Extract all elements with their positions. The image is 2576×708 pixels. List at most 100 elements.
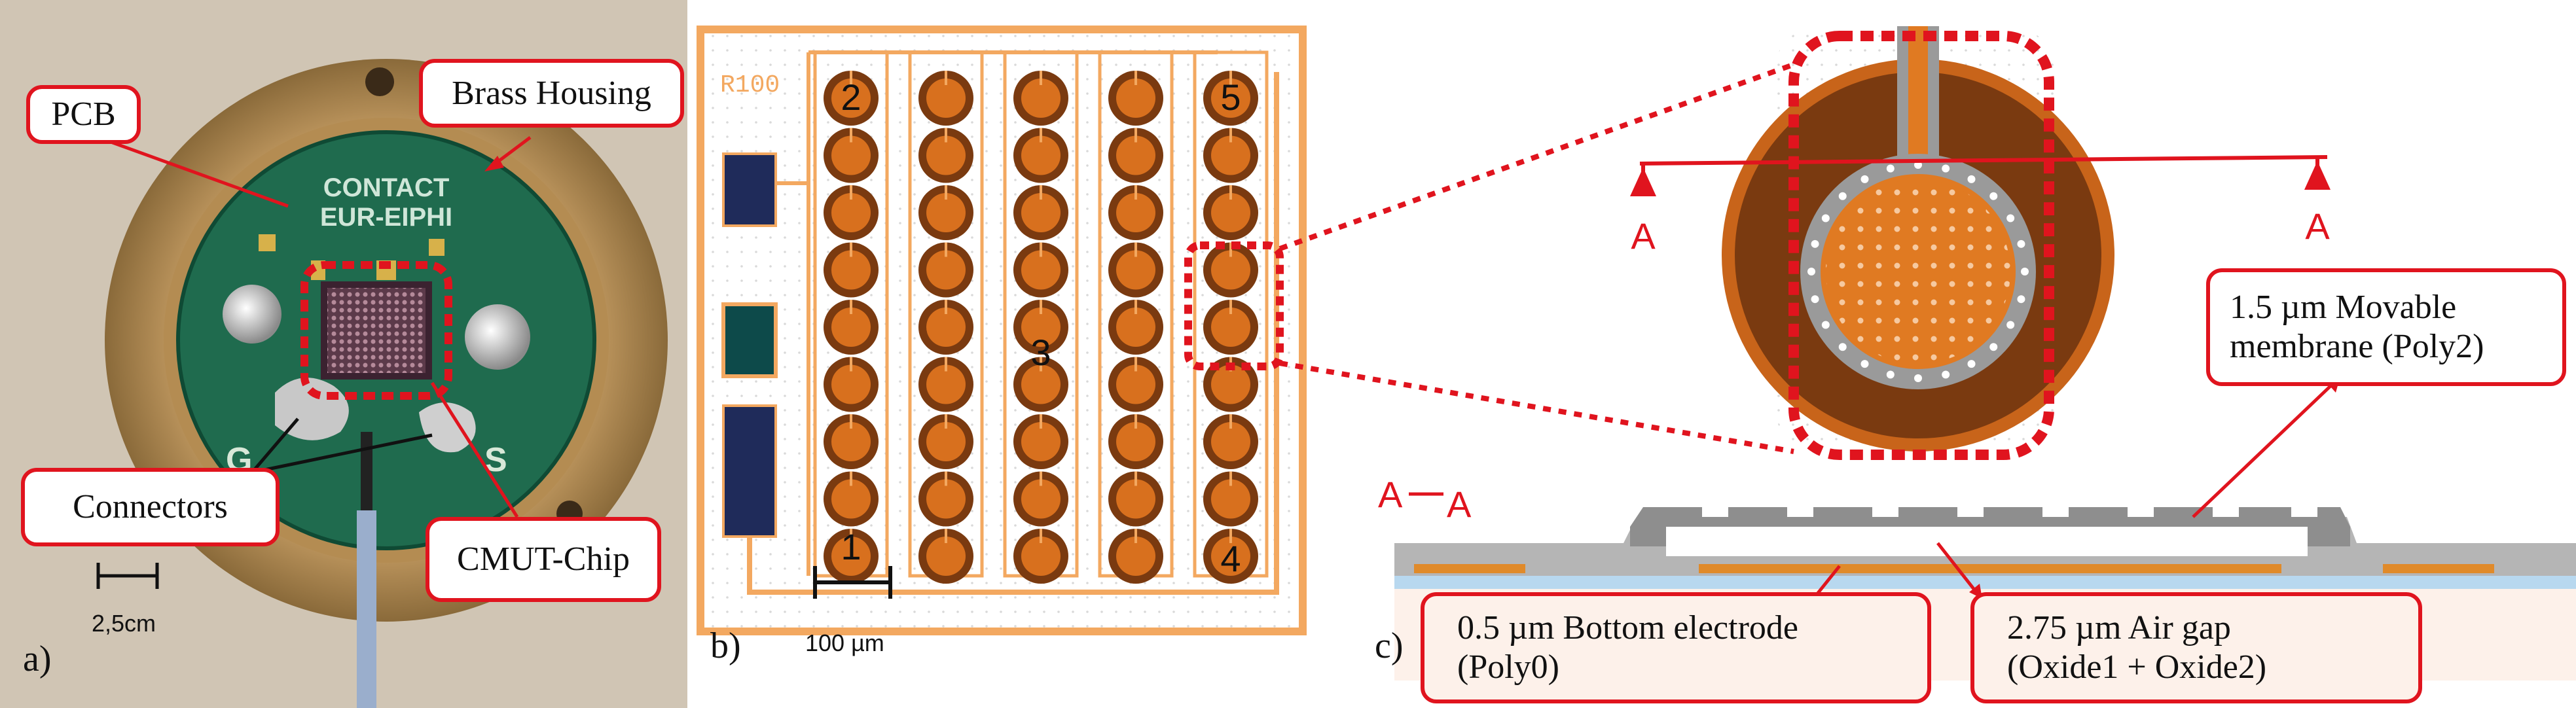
cmut-cell-electrode bbox=[926, 422, 966, 461]
etch-hole bbox=[1914, 374, 1922, 382]
section-line bbox=[1639, 155, 2328, 166]
bond-pad-3 bbox=[722, 404, 777, 538]
airgap-line2: (Oxide1 + Oxide2) bbox=[2007, 648, 2267, 686]
cmut-cell-electrode bbox=[1021, 537, 1061, 576]
membrane-line1: 1.5 µm Movable bbox=[2230, 289, 2457, 327]
cmut-cell-electrode bbox=[926, 250, 966, 290]
screw-terminal-left bbox=[223, 285, 281, 344]
cmut-cell-electrode bbox=[1021, 308, 1061, 347]
air-gap bbox=[1666, 527, 2308, 556]
cmut-cell-electrode bbox=[1211, 79, 1250, 118]
cmut-cell-electrode bbox=[926, 308, 966, 347]
pcb-leader bbox=[98, 135, 289, 208]
cell-number-1: 1 bbox=[841, 526, 861, 567]
airgap-leader bbox=[1936, 542, 1975, 590]
membrane-gap bbox=[1957, 504, 1984, 517]
panel-b-layout: R100 2 5 3 1 4 100 µm bbox=[697, 26, 1307, 656]
cell-number-2: 2 bbox=[841, 77, 861, 118]
membrane-gap bbox=[2291, 504, 2317, 517]
bond-pad-1 bbox=[722, 152, 777, 227]
cmut-cell-electrode bbox=[1116, 364, 1155, 404]
cmut-cell-electrode bbox=[1211, 308, 1250, 347]
etch-hole bbox=[2017, 295, 2025, 304]
section-letter-left: A bbox=[1631, 215, 1656, 257]
etch-hole bbox=[1989, 343, 1998, 351]
scale-label-b: 100 µm bbox=[805, 629, 884, 656]
electrode-line2: (Poly0) bbox=[1457, 648, 1559, 686]
layout-background bbox=[700, 26, 1296, 635]
cmut-cell-electrode bbox=[1116, 250, 1155, 290]
cmut-cell-electrode bbox=[1021, 250, 1061, 290]
cmut-cell-electrode bbox=[831, 250, 871, 290]
pcb-text-line2: EUR-EIPHI bbox=[320, 203, 452, 232]
cmut-cell-electrode bbox=[1211, 364, 1250, 404]
etch-hole bbox=[1967, 360, 1976, 368]
etch-hole bbox=[1860, 175, 1869, 183]
membrane-line2: membrane (Poly2) bbox=[2230, 328, 2484, 365]
etch-hole bbox=[1838, 343, 1847, 351]
layout-border bbox=[697, 26, 1307, 635]
cmut-cell-electrode bbox=[1116, 479, 1155, 519]
callout-cmut-chip: CMUT-Chip bbox=[426, 517, 661, 602]
membrane-gap bbox=[1787, 504, 1813, 517]
membrane-gap bbox=[1872, 504, 1898, 517]
etch-hole bbox=[1821, 321, 1830, 329]
zoom-target-box bbox=[1788, 31, 2054, 460]
etch-hole bbox=[1886, 370, 1895, 379]
bond-pad-2 bbox=[721, 302, 778, 378]
cmut-cell-electrode bbox=[926, 79, 966, 118]
etch-hole bbox=[1967, 175, 1976, 183]
etch-hole bbox=[1811, 295, 1819, 304]
membrane-gap bbox=[2213, 504, 2239, 517]
cmut-cell-electrode bbox=[1116, 537, 1155, 576]
cmut-cell-electrode bbox=[831, 79, 871, 118]
panel-label-c: c) bbox=[1375, 626, 1404, 666]
cell-number-3: 3 bbox=[1030, 332, 1051, 373]
etch-hole bbox=[2017, 239, 2025, 248]
cmut-chip-array bbox=[327, 288, 426, 373]
cmut-cell-electrode bbox=[1021, 364, 1061, 404]
cmut-cell-electrode bbox=[1116, 79, 1155, 118]
cmut-cell-electrode bbox=[1211, 537, 1250, 576]
cmut-cell-electrode bbox=[1211, 193, 1250, 232]
panel-label-a: a) bbox=[23, 639, 52, 679]
cmut-cell-electrode bbox=[831, 308, 871, 347]
cmut-cell-electrode bbox=[1021, 479, 1061, 519]
etch-hole bbox=[1807, 268, 1815, 275]
substrate-layer bbox=[1394, 576, 2576, 589]
cmut-cell-electrode bbox=[926, 193, 966, 232]
etch-hole bbox=[1860, 360, 1869, 368]
cmut-cell-electrode bbox=[1211, 422, 1250, 461]
bottom-electrode-layer bbox=[1699, 564, 2281, 573]
callout-brass-housing: Brass Housing bbox=[419, 59, 684, 128]
gold-pad bbox=[259, 234, 276, 251]
etch-hole bbox=[1886, 164, 1895, 173]
membrane-gap bbox=[2042, 504, 2069, 517]
etch-hole bbox=[1838, 192, 1847, 200]
etch-hole bbox=[1942, 164, 1950, 173]
cmut-cell-electrode bbox=[831, 193, 871, 232]
etch-hole bbox=[1811, 239, 1819, 248]
membrane-gap bbox=[1702, 504, 1728, 517]
panel-label-b: b) bbox=[710, 626, 741, 666]
cell-number-5: 5 bbox=[1220, 77, 1241, 118]
section-title-right: A bbox=[1447, 484, 1472, 525]
etch-hole bbox=[1989, 192, 1998, 200]
gold-pad bbox=[429, 239, 444, 256]
etch-hole bbox=[2006, 214, 2015, 222]
chip-leader bbox=[430, 381, 519, 518]
scale-label-a: 2,5cm bbox=[92, 610, 156, 637]
cmut-cell-electrode bbox=[926, 135, 966, 175]
etch-hole bbox=[2006, 321, 2015, 329]
cmut-cell-electrode bbox=[1116, 135, 1155, 175]
cmut-cell-electrode bbox=[1116, 422, 1155, 461]
connectors-leader bbox=[251, 433, 433, 474]
pcb-text-line1: CONTACT bbox=[323, 173, 450, 202]
callout-air-gap: 2.75 µm Air gap (Oxide1 + Oxide2) bbox=[1970, 592, 2422, 703]
etch-hole bbox=[2021, 268, 2029, 275]
cmut-cell-electrode bbox=[1021, 79, 1061, 118]
zoom-line-bottom bbox=[1279, 361, 1794, 454]
callout-connectors: Connectors bbox=[21, 468, 280, 546]
zoom-line-top bbox=[1279, 60, 1802, 251]
callout-membrane: 1.5 µm Movable membrane (Poly2) bbox=[2206, 268, 2566, 386]
